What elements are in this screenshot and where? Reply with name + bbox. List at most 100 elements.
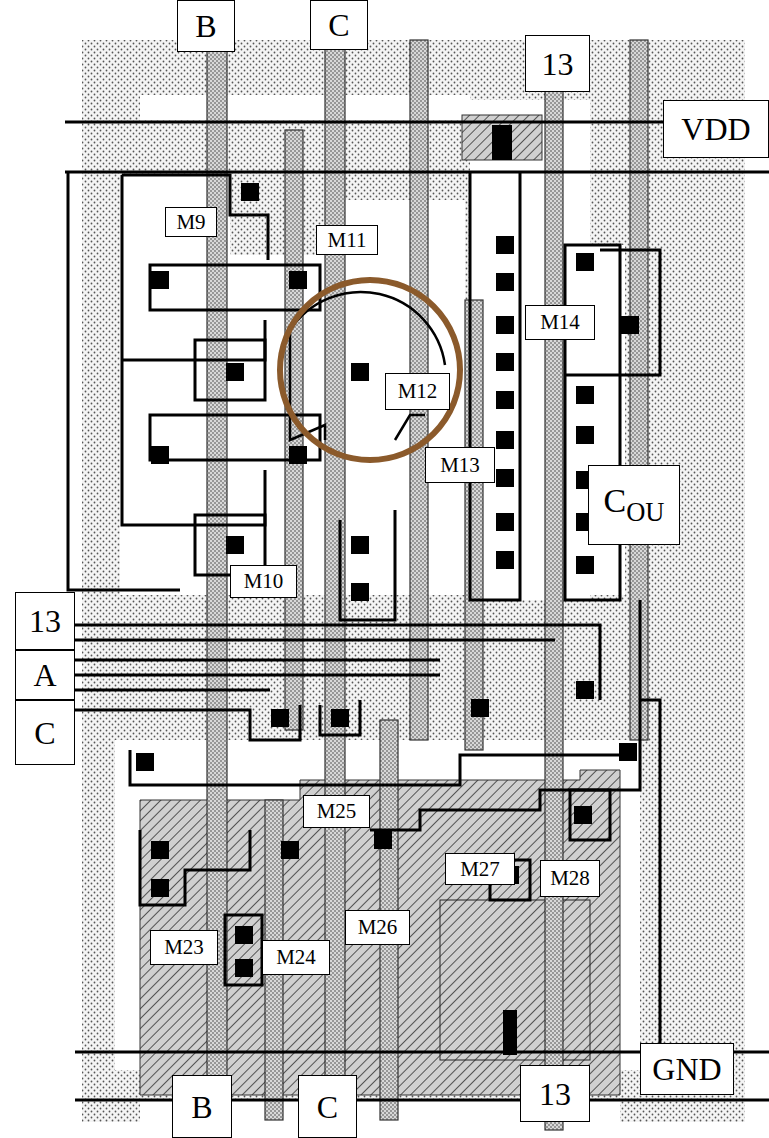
metal-wire — [65, 122, 769, 1100]
contact — [241, 183, 259, 201]
metal-wire — [370, 600, 640, 830]
contact — [496, 316, 514, 334]
transistor-label: M13 — [440, 455, 480, 476]
rail-label-box: VDD — [663, 100, 769, 158]
transistor-label-box: M26 — [345, 910, 410, 945]
pin-label: 13 — [29, 605, 61, 637]
rail-label-box: GND — [640, 1043, 734, 1095]
transistor-label-box: M14 — [525, 305, 595, 340]
diffusion-outline — [290, 292, 445, 440]
transistor-label: M28 — [550, 868, 590, 889]
contact — [471, 699, 489, 717]
contact — [151, 271, 169, 289]
pin-label-box: 13 — [15, 592, 75, 650]
pin-label-box: C — [298, 1075, 357, 1138]
contact — [619, 743, 637, 761]
metal-wire — [130, 750, 620, 785]
contact — [496, 236, 514, 254]
contact — [226, 536, 244, 554]
pin-label: 13 — [542, 48, 574, 80]
contact — [351, 583, 369, 601]
highlight-circle — [280, 280, 460, 460]
metal-wire — [225, 915, 262, 985]
transistor-label-box: M23 — [150, 930, 218, 965]
contact — [281, 841, 299, 859]
contact — [576, 681, 594, 699]
poly-gate — [545, 40, 563, 1130]
contact — [151, 879, 169, 897]
contact — [289, 446, 307, 464]
transistor-label-box: M24 — [262, 940, 330, 975]
rail-label: VDD — [681, 113, 750, 145]
signal-label-box: COU — [588, 465, 680, 545]
metal-wire — [68, 172, 180, 590]
metal-wire — [122, 175, 268, 260]
well-region — [82, 40, 745, 1122]
contact — [136, 125, 639, 1055]
metal-wire — [75, 674, 440, 677]
pin-label-box: B — [177, 0, 235, 52]
pin-label-box: 13 — [520, 1065, 590, 1122]
poly-gate — [207, 40, 648, 1130]
contact — [492, 125, 512, 160]
contact — [351, 363, 369, 381]
metal-wire — [65, 171, 769, 174]
contact — [503, 1010, 517, 1055]
transistor-label: M27 — [460, 859, 500, 880]
contact — [496, 469, 514, 487]
transistor-label: M11 — [328, 230, 367, 251]
transistor-label: M14 — [540, 312, 580, 333]
contact — [235, 926, 253, 944]
pin-label: C — [34, 717, 55, 749]
poly-gate — [465, 300, 483, 750]
pin-label: B — [195, 10, 216, 42]
contact — [576, 253, 594, 271]
pin-label: C — [328, 9, 349, 41]
pin-label: B — [191, 1091, 212, 1123]
ndiff-region — [440, 900, 590, 1060]
diffusion-outline — [395, 415, 425, 440]
transistor-label: M10 — [244, 571, 284, 592]
transistor-label: M12 — [398, 381, 438, 402]
contact — [235, 959, 253, 977]
transistor-label: M23 — [164, 937, 204, 958]
pin-label: A — [33, 659, 56, 691]
contact — [351, 536, 369, 554]
transistor-label-box: M13 — [425, 447, 495, 483]
metal-wire — [565, 245, 620, 600]
metal-wire — [75, 625, 600, 700]
pin-label-box: 13 — [525, 35, 590, 92]
metal-wire — [150, 265, 320, 310]
transistor-label-box: M25 — [303, 795, 370, 828]
contact — [621, 316, 639, 334]
contact — [574, 806, 592, 824]
pin-label-box: A — [15, 650, 75, 700]
metal-wire — [75, 659, 440, 662]
transistor-label: M25 — [317, 801, 357, 822]
contact — [151, 841, 169, 859]
metal-wire — [570, 790, 610, 840]
contact — [496, 551, 514, 569]
transistor-label-box: M27 — [445, 853, 515, 885]
transistor-label-box: M28 — [540, 860, 600, 897]
contact — [496, 391, 514, 409]
highlight-circle — [280, 280, 460, 460]
metal-wire — [340, 510, 395, 620]
transistor-label: M24 — [276, 947, 316, 968]
transistor-label-box: M10 — [230, 565, 297, 598]
pin-label-box: B — [172, 1075, 232, 1138]
metal-wire — [470, 172, 520, 600]
metal-wire — [320, 700, 360, 735]
well-region — [82, 40, 745, 1122]
signal-label: COU — [604, 484, 665, 526]
contact — [576, 556, 594, 574]
pin-label-box: C — [15, 700, 75, 765]
contact — [271, 709, 289, 727]
transistor-label: M26 — [358, 917, 398, 938]
transistor-label-box: M11 — [316, 225, 378, 255]
pin-label: C — [317, 1091, 338, 1123]
rail-label: GND — [652, 1053, 721, 1085]
transistor-label-box: M9 — [165, 207, 217, 237]
